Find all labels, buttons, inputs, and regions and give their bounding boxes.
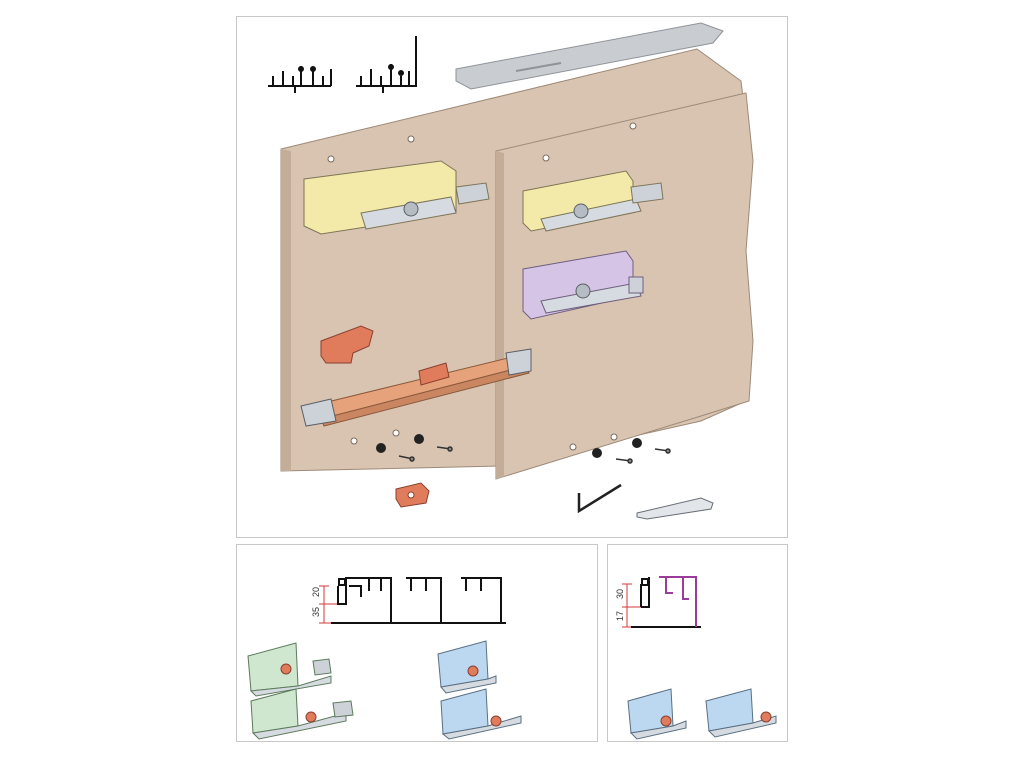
profile-a-diagram: 20 35: [247, 577, 522, 740]
dimension-label-lower: 17: [615, 611, 625, 621]
dimension-label-upper: 30: [615, 589, 625, 599]
top-rail-cover: [455, 22, 724, 90]
track-profile-icon: [356, 36, 417, 93]
profile-b-diagram: 30 17: [615, 576, 777, 740]
track-profile-icon: [268, 66, 332, 93]
wall-bracket-icon: [437, 640, 497, 694]
profile-b-panel: 30 17: [607, 544, 788, 742]
assembly-diagram: [268, 22, 754, 520]
wall-bracket-icon: [440, 688, 522, 740]
stopper-block: [395, 482, 430, 508]
dimension-label-upper: 20: [311, 587, 321, 597]
track-profile-icon: [631, 577, 701, 628]
wall-bracket-icon: [627, 688, 687, 740]
wall-bracket-icon: [705, 688, 777, 738]
floor-guide-icon: [569, 433, 642, 458]
wall-bracket-icon: [522, 170, 664, 232]
wall-bracket-icon: [250, 688, 354, 740]
profile-a-panel: 20 35: [236, 544, 598, 742]
spacer-plate-icon: [636, 497, 714, 520]
screw-icon: [398, 446, 453, 462]
dimension-label-lower: 35: [311, 607, 321, 617]
wall-bracket-icon: [247, 642, 332, 697]
stopper-block: [320, 325, 374, 364]
screw-icon: [615, 448, 671, 464]
roller-carriage-icon: [522, 250, 644, 320]
floor-guide-icon: [350, 429, 424, 453]
soft-close-damper-icon: [300, 348, 532, 427]
allen-key-icon: [577, 483, 622, 514]
wall-bracket-icon: [303, 160, 490, 235]
assembly-diagram-panel: [236, 16, 788, 538]
track-profile-icon: [659, 576, 697, 627]
track-profile-icon: [331, 577, 506, 624]
